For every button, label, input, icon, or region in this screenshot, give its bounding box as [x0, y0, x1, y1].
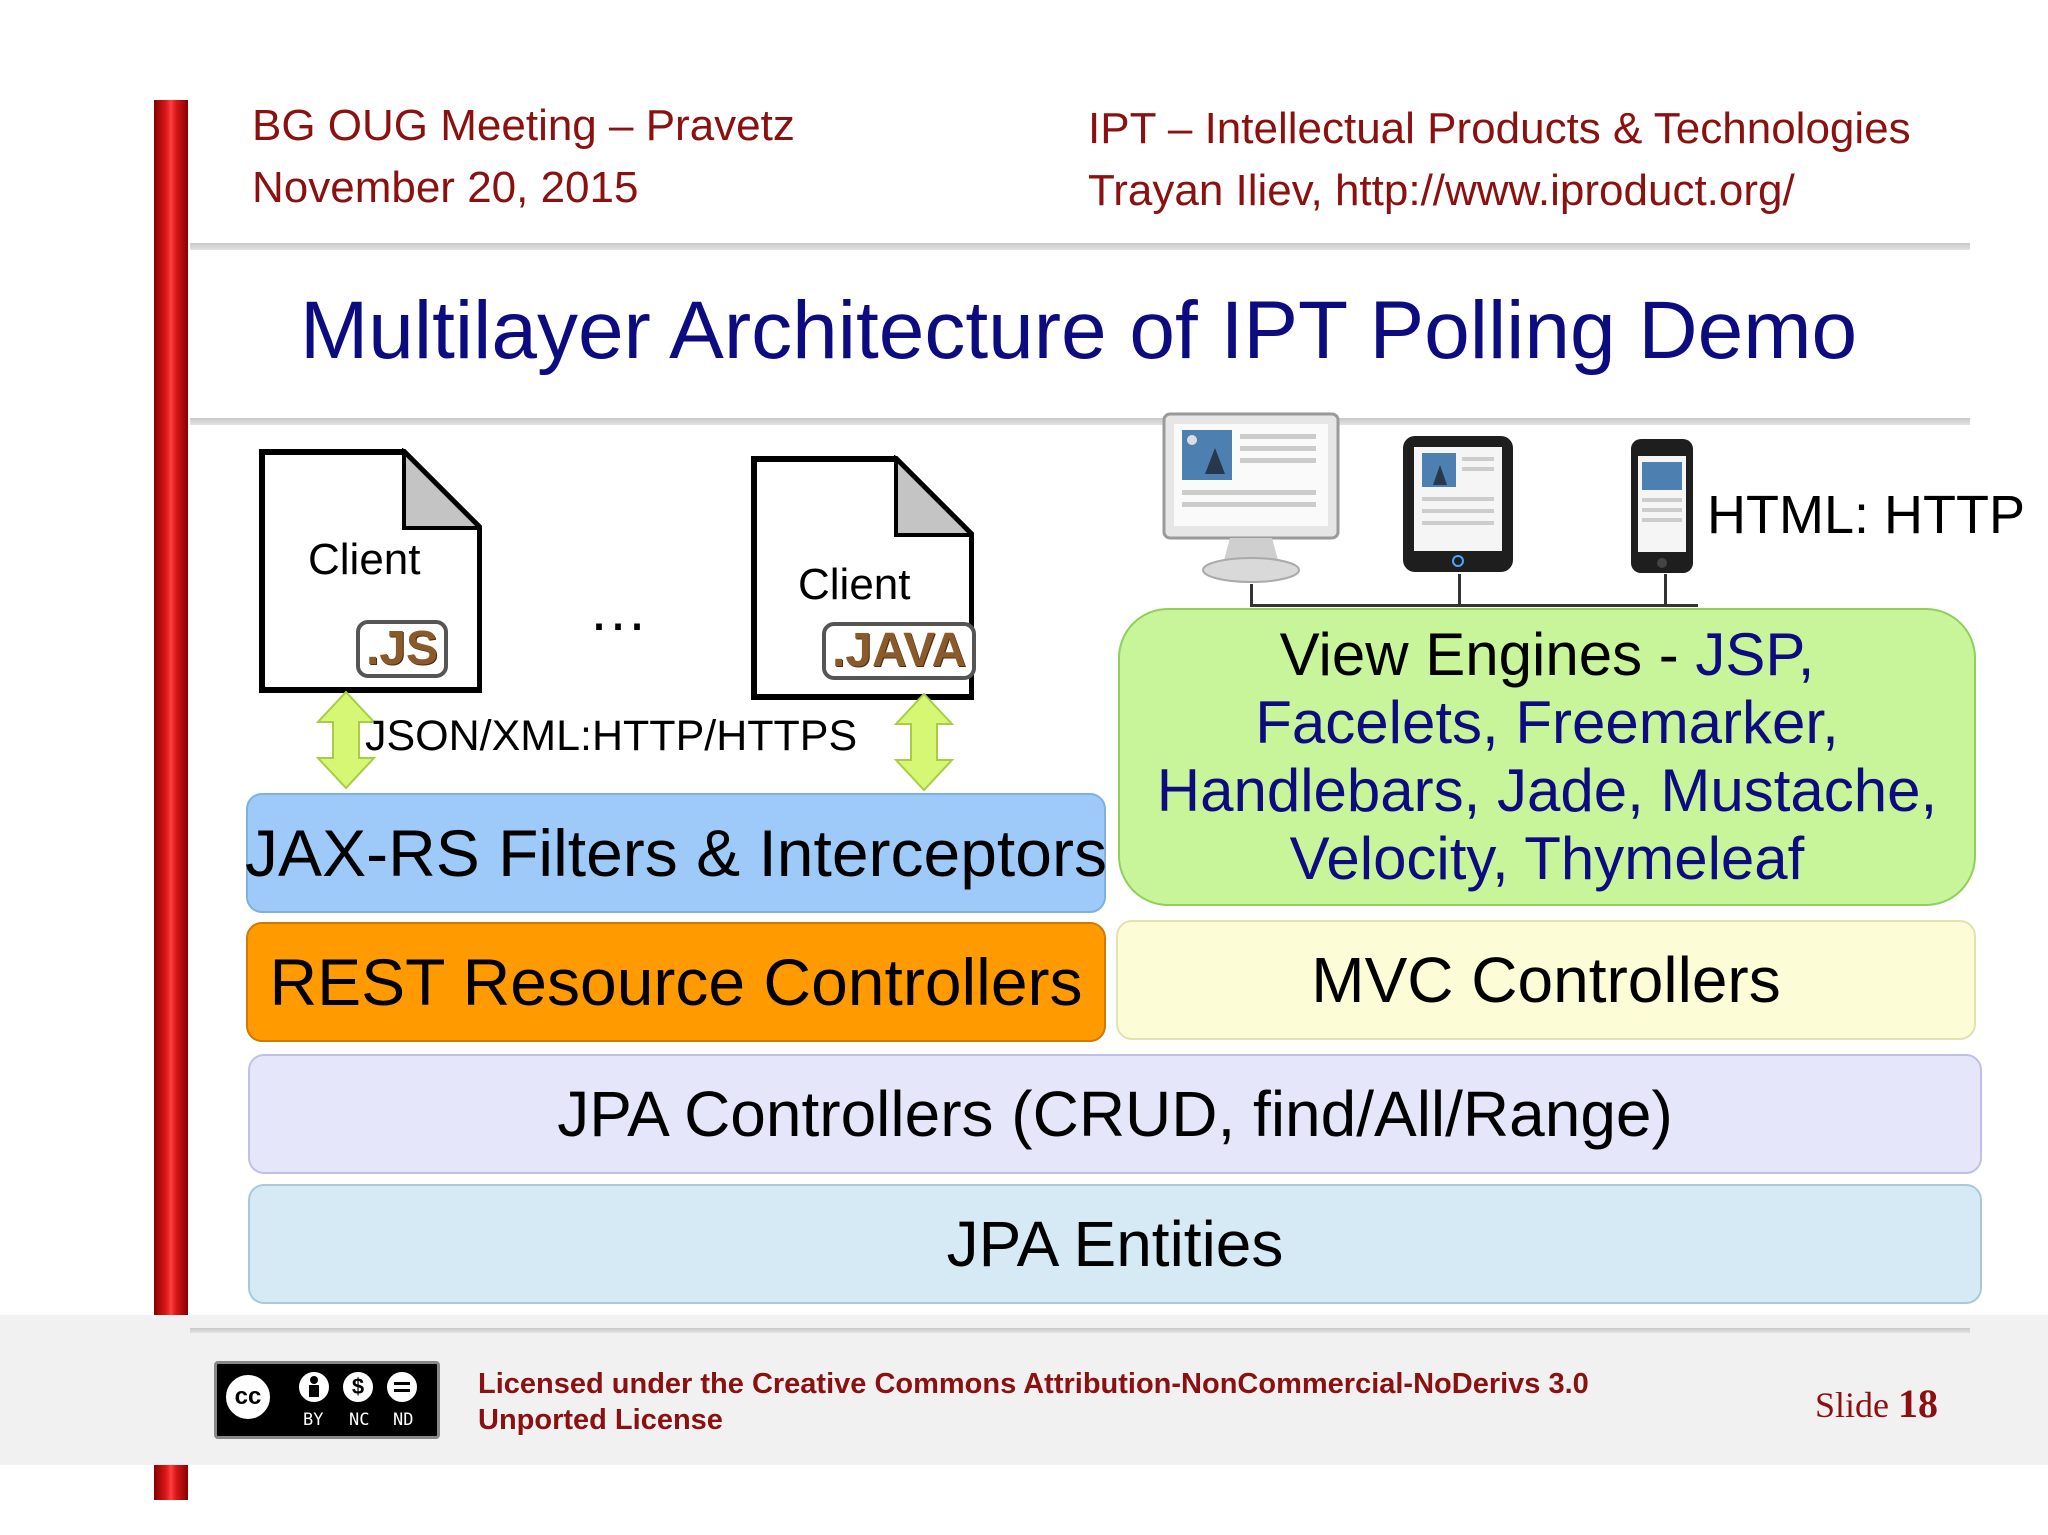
jpa-controllers-layer: JPA Controllers (CRUD, find/All/Range) [248, 1054, 1982, 1174]
smartphone-icon [1628, 436, 1696, 581]
device-connector-tick [1250, 584, 1253, 606]
cc-nd-label: ND [393, 1410, 414, 1430]
view-engines-line3: Handlebars, Jade, Mustache, [1156, 757, 1938, 824]
device-connector-line [1250, 604, 1698, 607]
slide-number-value: 18 [1898, 1381, 1939, 1426]
protocol-label: JSON/XML:HTTP/HTTPS [365, 712, 858, 760]
tablet-icon [1400, 433, 1516, 580]
noncommercial-icon: $ [341, 1370, 375, 1404]
device-connector-tick [1664, 574, 1667, 606]
cc-icon: cc [223, 1372, 273, 1422]
slide-title: Multilayer Architecture of IPT Polling D… [300, 285, 1858, 376]
cc-by-label: BY [303, 1410, 324, 1430]
header-left-line2: November 20, 2015 [252, 163, 639, 212]
jaxrs-filters-layer: JAX-RS Filters & Interceptors [245, 793, 1107, 913]
java-extension-badge: .JAVA [822, 622, 977, 680]
rest-resource-controllers-layer: REST Resource Controllers [246, 922, 1106, 1042]
slide-label: Slide [1815, 1385, 1890, 1425]
device-connector-tick [1458, 574, 1461, 606]
view-engines-jsp: JSP, [1695, 621, 1815, 688]
header-right-line1: IPT – Intellectual Products & Technologi… [1088, 104, 1911, 153]
header-rule [190, 243, 1970, 250]
client-java-label: Client [798, 560, 911, 609]
title-rule [190, 418, 1970, 425]
mvc-controllers-layer: MVC Controllers [1116, 920, 1976, 1040]
jpa-entities-layer: JPA Entities [248, 1184, 1982, 1304]
view-engines-title: View Engines - [1279, 621, 1696, 688]
html-http-label: HTML: HTTP [1707, 485, 2025, 545]
footer-rule [190, 1328, 1970, 1333]
license-line1: Licensed under the Creative Commons Attr… [478, 1368, 1589, 1400]
view-engines-line4: Velocity, Thymeleaf [1289, 825, 1805, 892]
js-extension-badge: .JS [356, 620, 449, 678]
header-right-line2: Trayan Iliev, http://www.iproduct.org/ [1088, 166, 1795, 215]
attribution-icon [297, 1370, 331, 1404]
header-left-line1: BG OUG Meeting – Pravetz [252, 101, 795, 150]
left-red-bar [154, 100, 188, 1500]
license-line2: Unported License [478, 1404, 723, 1436]
noderivs-icon [385, 1370, 419, 1404]
double-arrow-left-icon [315, 690, 377, 795]
view-engines-layer: View Engines - JSP, Facelets, Freemarker… [1118, 608, 1976, 906]
client-js-label: Client [308, 535, 421, 584]
slide-number: Slide 18 [1815, 1380, 1938, 1427]
cc-nc-label: NC [349, 1410, 370, 1430]
view-engines-line2: Facelets, Freemarker, [1255, 689, 1839, 756]
desktop-monitor-icon [1160, 410, 1342, 593]
double-arrow-right-icon [893, 692, 955, 797]
license-text[interactable]: Licensed under the Creative Commons Attr… [478, 1366, 1589, 1438]
clients-ellipsis: … [588, 576, 648, 643]
cc-license-badge[interactable]: cc $ BY NC ND [214, 1361, 440, 1439]
